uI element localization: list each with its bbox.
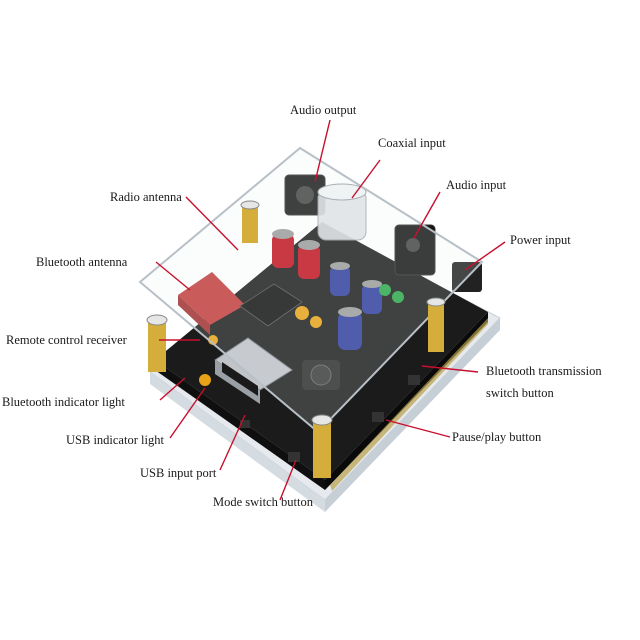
- leader-pause-play-button: [385, 419, 451, 438]
- label-coaxial-input: Coaxial input: [378, 136, 446, 150]
- label-usb-indicator-light: USB indicator light: [66, 433, 164, 447]
- main-ic-chip: [239, 283, 303, 327]
- label-bluetooth-transmission-1: Bluetooth transmission: [486, 364, 602, 378]
- front-buttons: [240, 375, 420, 462]
- label-bluetooth-transmission-2: switch button: [486, 386, 554, 400]
- leader-audio-input: [413, 191, 441, 239]
- label-mode-switch-button: Mode switch button: [213, 495, 313, 509]
- label-pause-play-button: Pause/play button: [452, 430, 542, 444]
- label-radio-antenna: Radio antenna: [110, 190, 182, 204]
- leader-audio-output: [314, 119, 331, 183]
- label-audio-output: Audio output: [290, 103, 357, 117]
- leader-coaxial-input: [351, 159, 381, 199]
- label-usb-input-port: USB input port: [140, 466, 217, 480]
- inductor: [302, 360, 340, 390]
- red-film-capacitor: [178, 272, 245, 335]
- leader-bluetooth-antenna: [155, 261, 191, 291]
- leader-bluetooth-transmission: [421, 365, 479, 373]
- label-remote-control-receiver: Remote control receiver: [6, 333, 127, 347]
- leader-usb-input-port: [219, 414, 246, 471]
- label-bluetooth-indicator-light: Bluetooth indicator light: [2, 395, 125, 409]
- standoff-posts: [146, 200, 446, 478]
- leader-radio-antenna: [185, 196, 239, 251]
- label-power-input: Power input: [510, 233, 571, 247]
- usb-port: [214, 337, 293, 404]
- leader-usb-indicator-light: [169, 387, 206, 439]
- label-audio-input: Audio input: [446, 178, 507, 192]
- leader-bluetooth-indicator-light: [159, 377, 186, 401]
- capacitors: [199, 229, 404, 386]
- label-bluetooth-antenna: Bluetooth antenna: [36, 255, 128, 269]
- acrylic-top-plate: [138, 146, 484, 434]
- leader-mode-switch-button: [279, 459, 297, 501]
- leader-lines: [155, 119, 506, 501]
- leader-power-input: [464, 241, 506, 271]
